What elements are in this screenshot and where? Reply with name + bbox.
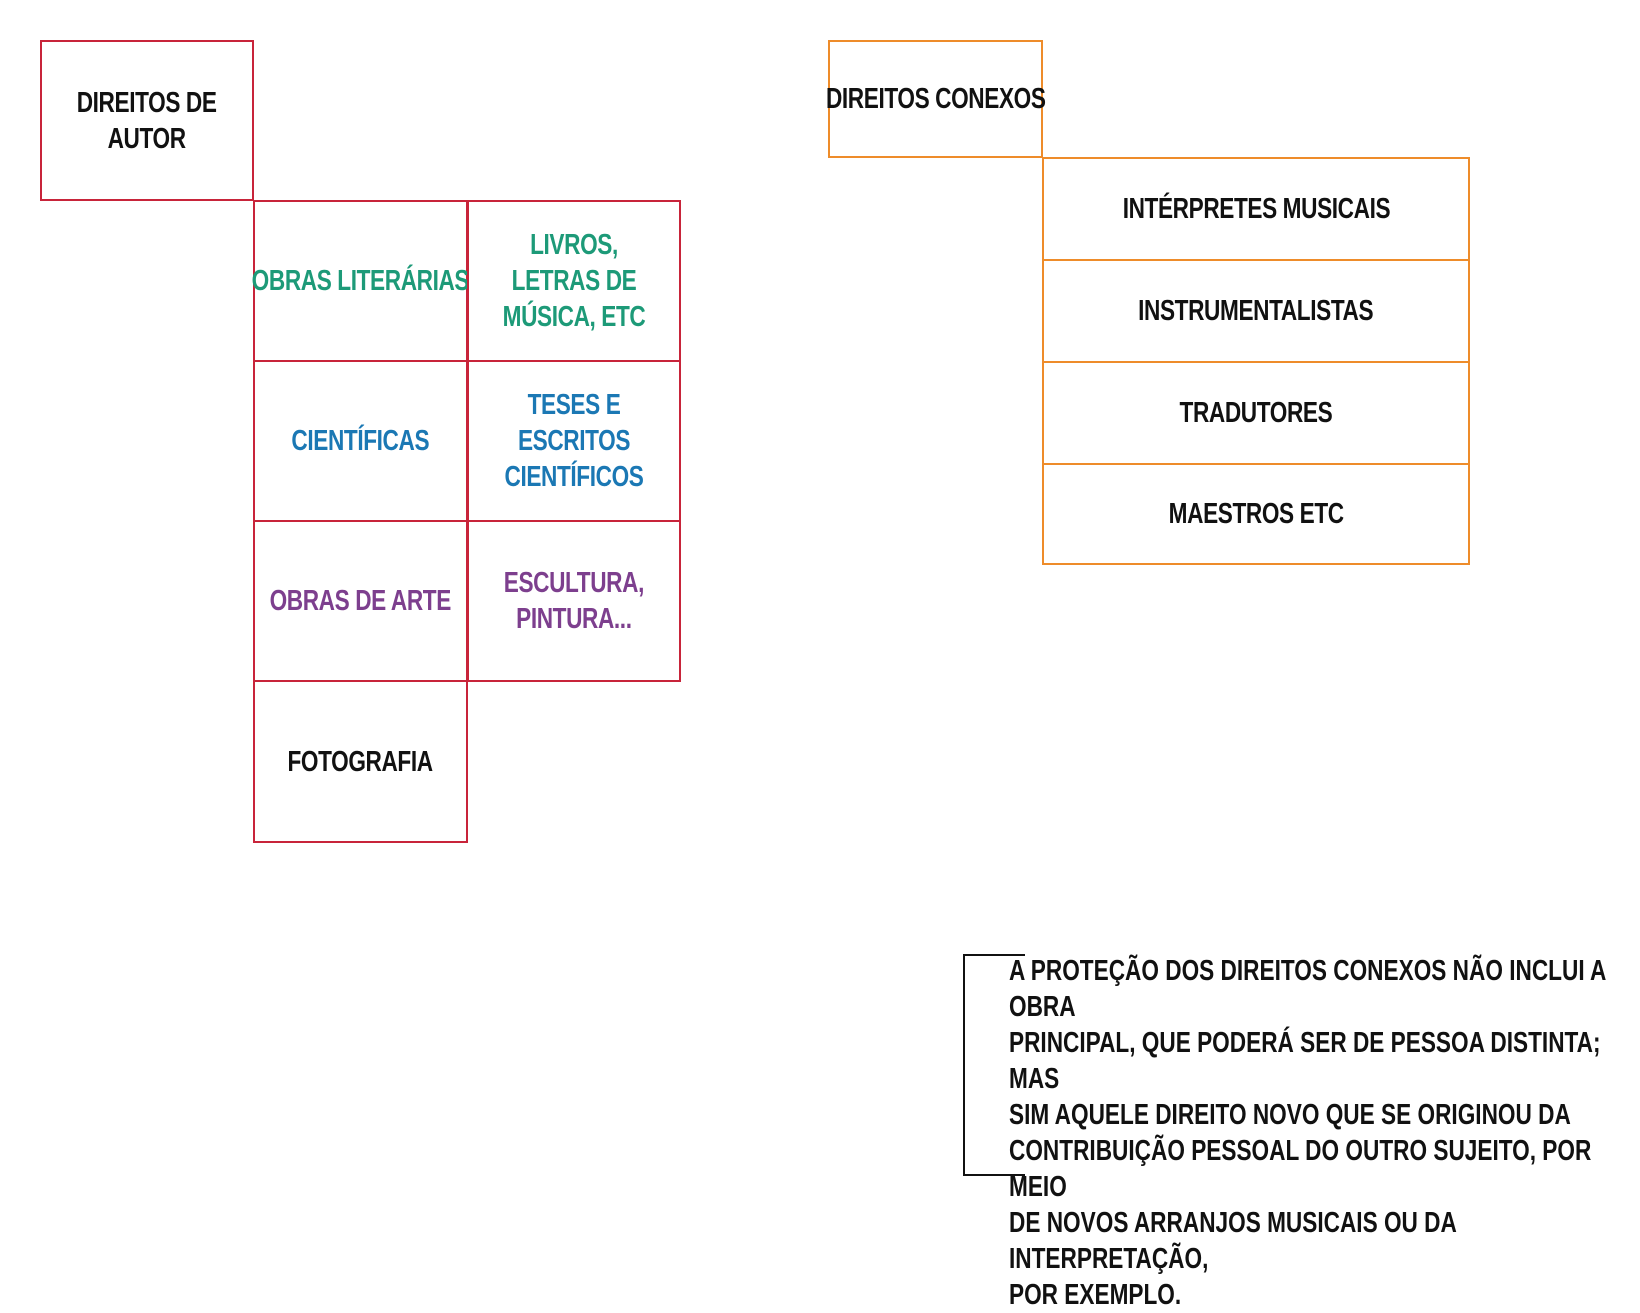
example-label: TESES E ESCRITOS CIENTÍFICOS [504,389,644,493]
category-label: FOTOGRAFIA [287,745,434,778]
category-obras-de-arte: OBRAS DE ARTE [253,520,468,682]
example-livros: LIVROS, LETRAS DE MÚSICA, ETC [467,200,681,362]
category-label: OBRAS DE ARTE [269,585,452,617]
example-escultura: ESCULTURA, PINTURA... [467,520,681,682]
root-label: DIREITOS CONEXOS [825,83,1046,115]
category-fotografia: FOTOGRAFIA [253,680,468,843]
note-text: A PROTEÇÃO DOS DIREITOS CONEXOS NÃO INCL… [1009,955,1606,1311]
item-tradutores: TRADUTORES [1042,361,1470,465]
example-label: LIVROS, LETRAS DE MÚSICA, ETC [502,229,646,333]
root-label: DIREITOS DE AUTOR [77,86,217,155]
item-label: INTÉRPRETES MUSICAIS [1122,193,1390,225]
category-cientificas: CIENTÍFICAS [253,360,468,522]
item-instrumentalistas: INSTRUMENTALISTAS [1042,259,1470,363]
direitos-de-autor-root: DIREITOS DE AUTOR [40,40,254,201]
category-obras-literarias: OBRAS LITERÁRIAS [251,200,470,362]
item-interpretes-musicais: INTÉRPRETES MUSICAIS [1042,157,1470,261]
direitos-conexos-root: DIREITOS CONEXOS [825,40,1046,158]
item-label: MAESTROS ETC [1168,498,1344,530]
note-bracket [963,954,1025,1176]
example-label: ESCULTURA, PINTURA... [503,567,645,635]
example-teses: TESES E ESCRITOS CIENTÍFICOS [467,360,681,522]
category-label: CIENTÍFICAS [291,425,430,457]
item-label: TRADUTORES [1179,397,1333,429]
item-maestros: MAESTROS ETC [1042,463,1470,565]
item-label: INSTRUMENTALISTAS [1138,295,1374,327]
category-label: OBRAS LITERÁRIAS [251,265,470,297]
